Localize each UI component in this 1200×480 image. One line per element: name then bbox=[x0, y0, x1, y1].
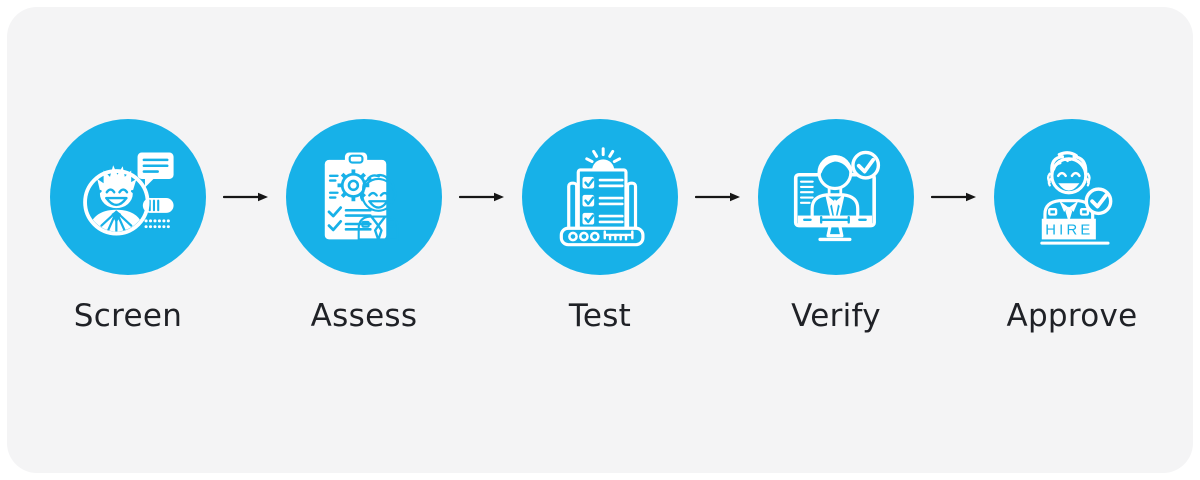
process-flow-card: Screen bbox=[7, 7, 1193, 473]
step-circle bbox=[522, 119, 678, 275]
hired-candidate-check-icon: HIRE bbox=[1040, 151, 1113, 245]
step-circle bbox=[286, 119, 442, 275]
step-label: Assess bbox=[310, 298, 418, 334]
testing-machine-checklist-icon bbox=[559, 147, 645, 247]
clipboard-gear-checklist-candidate-icon bbox=[324, 152, 399, 242]
step-test: Test bbox=[522, 119, 678, 333]
step-assess: Assess bbox=[286, 119, 442, 333]
step-label: Screen bbox=[73, 298, 183, 334]
step-verify: Verify bbox=[758, 119, 914, 333]
step-label: Approve bbox=[1006, 298, 1138, 334]
candidate-search-magnifier-icon bbox=[83, 152, 174, 236]
step-circle bbox=[758, 119, 914, 275]
candidate-on-monitor-verified-icon bbox=[793, 150, 881, 242]
hiring-process-flow: Screen bbox=[7, 119, 1193, 333]
step-screen: Screen bbox=[50, 119, 206, 333]
step-label: Test bbox=[568, 298, 632, 334]
arrow-right-icon bbox=[695, 190, 741, 204]
step-circle bbox=[50, 119, 206, 275]
arrow-right-icon bbox=[223, 190, 269, 204]
step-approve: HIRE Approve bbox=[994, 119, 1150, 333]
arrow-right-icon bbox=[931, 190, 977, 204]
step-label: Verify bbox=[791, 298, 881, 334]
step-circle: HIRE bbox=[994, 119, 1150, 275]
arrow-right-icon bbox=[459, 190, 505, 204]
hire-badge-text: HIRE bbox=[1045, 223, 1093, 239]
